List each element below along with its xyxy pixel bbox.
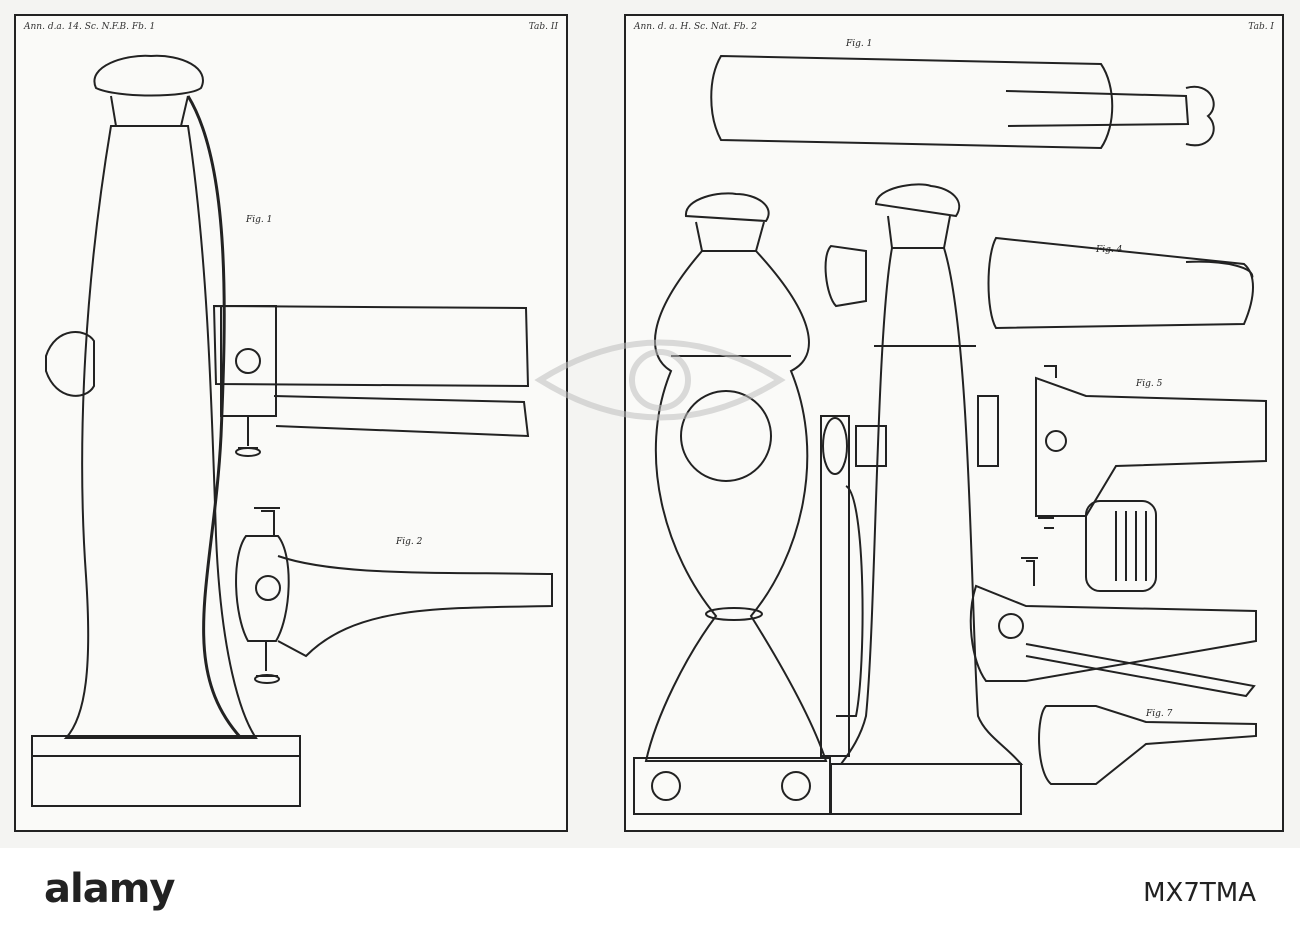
watermark-footer xyxy=(0,848,1300,937)
stand-knob xyxy=(93,54,204,97)
stand-column xyxy=(63,125,258,739)
svg-text:Fig. 4: Fig. 4 xyxy=(1095,245,1123,255)
side-knob xyxy=(45,331,95,397)
top-cylinder xyxy=(710,54,1114,150)
right-instrument-2 xyxy=(1035,376,1267,517)
svg-text:Fig. 1: Fig. 1 xyxy=(845,39,872,49)
plate-right-drawing: Fig. 1 Fig. 4 Fig. 5 Fig. 7 xyxy=(633,39,1267,815)
plate-left: Ann. d.a. 14. Sc. N.F.B. Fb. 1 Tab. II xyxy=(14,14,568,832)
plate-right-caption: Ann. d. a. H. Sc. Nat. Fb. 2 xyxy=(634,22,757,32)
vase-stand xyxy=(644,250,828,762)
right-instrument-3 xyxy=(969,584,1257,682)
column-base xyxy=(830,763,1022,815)
speculum-instrument xyxy=(235,535,290,642)
alamy-logo-watermark xyxy=(534,339,786,421)
plate-left-caption: Ann. d.a. 14. Sc. N.F.B. Fb. 1 xyxy=(24,22,156,32)
stand-arm xyxy=(186,95,243,740)
plate-right: Ann. d. a. H. Sc. Nat. Fb. 2 Tab. I xyxy=(624,14,1284,832)
svg-text:Fig. 5: Fig. 5 xyxy=(1135,379,1163,389)
stand-base xyxy=(31,735,301,807)
svg-text:Fig. 2: Fig. 2 xyxy=(395,537,423,547)
plate-left-drawing: Fig. 1 Fig. 2 xyxy=(31,54,553,807)
svg-text:Fig. 1: Fig. 1 xyxy=(245,215,272,225)
alamy-brand: alamy xyxy=(44,866,175,912)
stock-id: MX7TMA xyxy=(1143,878,1256,908)
tube-instrument xyxy=(212,304,530,388)
svg-text:Fig. 7: Fig. 7 xyxy=(1145,709,1173,719)
vase-knob xyxy=(685,192,770,223)
column-knob xyxy=(874,183,961,218)
plate-right-header: Ann. d. a. H. Sc. Nat. Fb. 2 Tab. I xyxy=(634,20,1274,34)
plate-left-header: Ann. d.a. 14. Sc. N.F.B. Fb. 1 Tab. II xyxy=(24,20,558,34)
engraving-image: Ann. d.a. 14. Sc. N.F.B. Fb. 1 Tab. II xyxy=(0,0,1300,848)
right-instrument-4 xyxy=(1038,705,1257,785)
plate-left-number: Tab. II xyxy=(528,22,558,32)
screw-cap xyxy=(1085,500,1157,592)
plate-right-number: Tab. I xyxy=(1248,22,1274,32)
